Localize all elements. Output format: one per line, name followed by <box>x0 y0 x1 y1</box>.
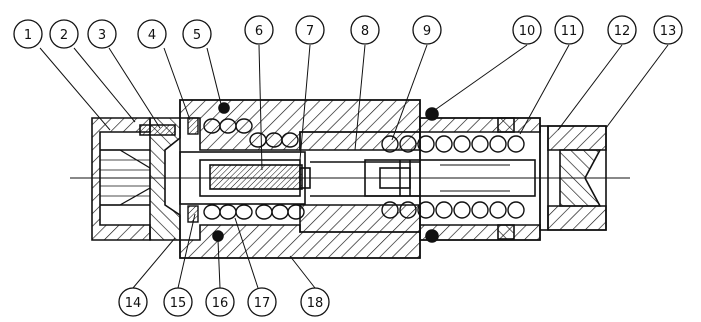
callout-circle <box>512 15 542 45</box>
callout-label: 1 <box>24 28 32 43</box>
callout-circle <box>13 19 43 49</box>
callout-label: 10 <box>519 24 536 39</box>
callout-circle <box>137 19 167 49</box>
callout-14: 14 <box>118 287 148 317</box>
callout-11: 11 <box>554 15 584 45</box>
callout-3: 3 <box>87 19 117 49</box>
callout-circle <box>295 15 325 45</box>
callout-1: 1 <box>13 19 43 49</box>
callout-circle <box>653 15 683 45</box>
callout-label: 13 <box>660 24 677 39</box>
callout-circle <box>247 287 277 317</box>
callout-circle <box>554 15 584 45</box>
stem <box>364 159 536 197</box>
callout-8: 8 <box>350 15 380 45</box>
callout-circle <box>300 287 330 317</box>
spring-left <box>187 117 305 223</box>
callout-label: 2 <box>60 28 68 43</box>
callout-circle <box>182 19 212 49</box>
callout-15: 15 <box>163 287 193 317</box>
callout-9: 9 <box>412 15 442 45</box>
assembly <box>70 99 630 259</box>
callout-label: 11 <box>561 24 578 39</box>
callout-13: 13 <box>653 15 683 45</box>
callout-label: 6 <box>255 24 263 39</box>
callout-label: 12 <box>614 24 631 39</box>
callout-label: 7 <box>306 24 314 39</box>
callout-12: 12 <box>607 15 637 45</box>
callout-18: 18 <box>300 287 330 317</box>
callout-10: 10 <box>512 15 542 45</box>
callout-5: 5 <box>182 19 212 49</box>
callout-label: 9 <box>423 24 431 39</box>
callout-circle <box>244 15 274 45</box>
callout-label: 4 <box>148 28 156 43</box>
callout-label: 16 <box>212 296 229 311</box>
callout-6: 6 <box>244 15 274 45</box>
callout-4: 4 <box>137 19 167 49</box>
callout-label: 14 <box>125 296 142 311</box>
callout-circle <box>205 287 235 317</box>
callout-label: 15 <box>170 296 187 311</box>
callout-circle <box>412 15 442 45</box>
callout-circle <box>163 287 193 317</box>
callout-label: 18 <box>307 296 324 311</box>
callout-circle <box>118 287 148 317</box>
callout-label: 3 <box>98 28 106 43</box>
callout-7: 7 <box>295 15 325 45</box>
callout-label: 5 <box>193 28 201 43</box>
callout-17: 17 <box>247 287 277 317</box>
callout-circle <box>49 19 79 49</box>
callout-circle <box>87 19 117 49</box>
callout-2: 2 <box>49 19 79 49</box>
leader-lines <box>39 44 669 289</box>
callout-label: 8 <box>361 24 369 39</box>
callout-circle <box>350 15 380 45</box>
end-cap-left <box>91 117 151 241</box>
nozzle-right <box>539 125 607 231</box>
callout-16: 16 <box>205 287 235 317</box>
spring-right <box>381 135 525 219</box>
callout-circle <box>607 15 637 45</box>
o-rings <box>212 102 439 243</box>
adapter-seat <box>139 117 181 241</box>
piston <box>179 151 420 205</box>
callout-label: 17 <box>254 296 271 311</box>
